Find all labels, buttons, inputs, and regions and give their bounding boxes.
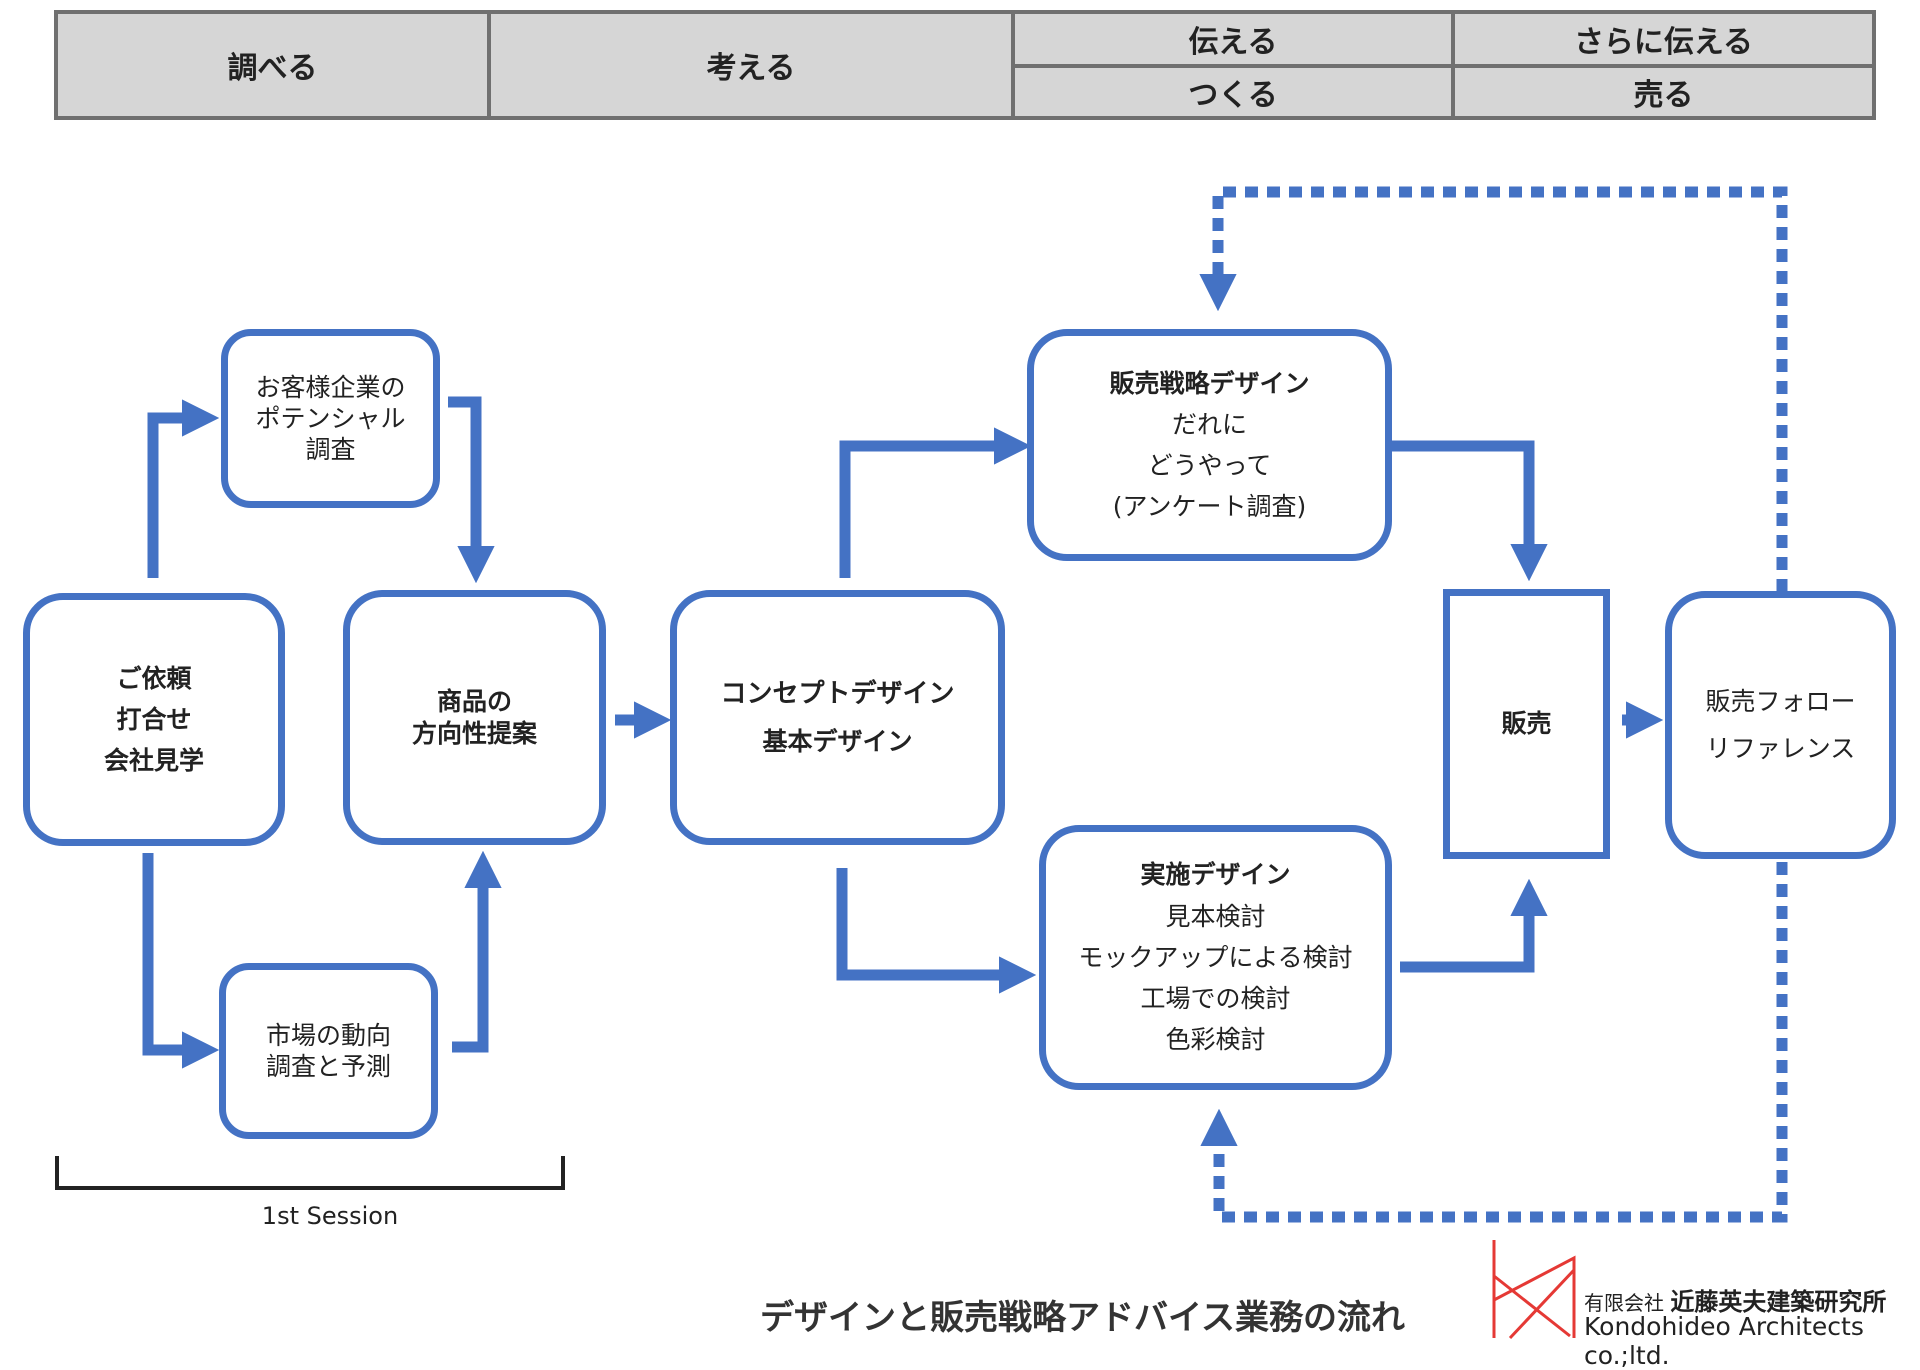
arrow-request-to-potential (147, 399, 220, 578)
arrow-request-to-market (142, 853, 220, 1069)
session-bracket (55, 1156, 565, 1190)
header-sell: 売る (1633, 78, 1694, 113)
potential-line-1: お客様企業の (255, 372, 406, 402)
box-implementation: 実施デザイン 見本検討 モックアップによる検討 工場での検討 色彩検討 (1039, 825, 1392, 1090)
arrow-potential-to-direction (448, 396, 495, 584)
follow-line-1: 販売フォロー (1705, 686, 1856, 716)
request-line-2: 打合せ (116, 704, 192, 734)
market-line-1: 市場の動向 (265, 1020, 391, 1050)
impl-line-2: 見本検討 (1165, 901, 1266, 931)
follow-line-2: リファレンス (1705, 734, 1856, 763)
potential-line-3: 調査 (305, 435, 356, 465)
impl-line-3: モックアップによる検討 (1078, 942, 1353, 972)
header-think: 考える (706, 51, 796, 86)
header-research: 調べる (227, 51, 318, 86)
dotted-follow-to-strategy (1199, 186, 1788, 592)
arrow-market-to-direction (452, 850, 502, 1053)
sales-label: 販売 (1501, 709, 1552, 739)
company-prefix: 有限会社 (1584, 1291, 1664, 1315)
strategy-line-3: どうやって (1147, 451, 1272, 480)
session-label: 1st Session (261, 1202, 399, 1230)
impl-line-1: 実施デザイン (1140, 860, 1291, 890)
concept-line-2: 基本デザイン (762, 727, 913, 757)
header-communicate-more: さらに伝える (1573, 25, 1754, 60)
header-make: つくる (1188, 78, 1278, 113)
direction-line-1: 商品の (436, 687, 512, 717)
box-request: ご依頼 打合せ 会社見学 (23, 593, 285, 846)
diagram-title: デザインと販売戦略アドバイス業務の流れ (760, 1298, 1405, 1338)
arrow-concept-to-strategy (839, 427, 1032, 578)
box-follow: 販売フォロー リファレンス (1665, 591, 1896, 859)
impl-line-4: 工場での検討 (1140, 984, 1291, 1014)
strategy-line-1: 販売戦略デザイン (1109, 368, 1310, 398)
box-potential: お客様企業の ポテンシャル 調査 (221, 329, 440, 508)
strategy-line-2: だれに (1171, 409, 1247, 439)
company-name: 有限会社 近藤英夫建築研究所 (1584, 1282, 1886, 1317)
box-sales-strategy: 販売戦略デザイン だれに どうやって (アンケート調査) (1027, 329, 1392, 561)
company-logo-mark (1492, 1240, 1576, 1340)
box-concept: コンセプトデザイン 基本デザイン (670, 590, 1005, 845)
box-sales: 販売 (1443, 589, 1610, 859)
dotted-follow-to-implementation (1200, 862, 1788, 1223)
market-line-2: 調査と予測 (265, 1052, 391, 1081)
strategy-line-4: (アンケート調査) (1112, 492, 1307, 522)
potential-line-2: ポテンシャル (255, 403, 406, 433)
direction-line-2: 方向性提案 (411, 718, 537, 748)
header-communicate: 伝える (1188, 25, 1278, 60)
company-name-en: Kondohideo Architects co.;ltd. (1584, 1312, 1864, 1370)
request-line-3: 会社見学 (103, 746, 204, 776)
arrow-strategy-to-sales (1390, 440, 1548, 582)
box-direction: 商品の 方向性提案 (343, 590, 606, 845)
stage-header: 調べる 考える 伝える つくる さらに伝える 売る (54, 10, 1876, 120)
request-line-1: ご依頼 (116, 663, 192, 693)
concept-line-1: コンセプトデザイン (720, 678, 955, 709)
box-market: 市場の動向 調査と予測 (219, 963, 438, 1139)
arrow-implementation-to-sales (1400, 878, 1548, 973)
arrow-concept-to-implementation (836, 868, 1037, 994)
company-name-jp: 近藤英夫建築研究所 (1670, 1288, 1887, 1316)
impl-line-5: 色彩検討 (1165, 1025, 1266, 1055)
